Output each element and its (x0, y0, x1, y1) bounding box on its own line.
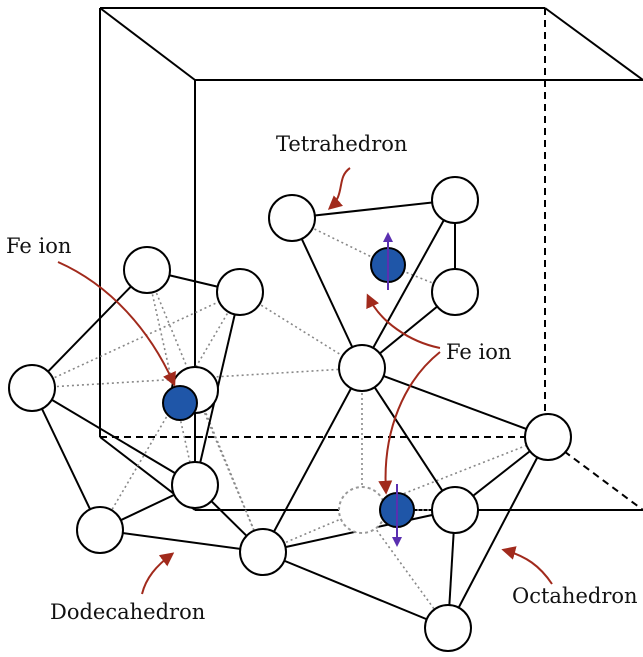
atom-dodeca-lower (171, 461, 219, 509)
label-tetrahedron: Tetrahedron (276, 132, 408, 156)
arrow-tetrahedron-icon (327, 167, 351, 210)
atom-dodeca-top-right (216, 268, 264, 316)
atom-octa-hidden (338, 486, 386, 534)
label-dodecahedron: Dodecahedron (50, 600, 206, 624)
polyhedron-edges (31, 199, 549, 629)
atom-tetra-right (431, 268, 479, 316)
label-fe-ion-right: Fe ion (446, 340, 512, 364)
atom-dodeca-top (123, 246, 171, 294)
atom-dodeca-bottom-left (76, 506, 124, 554)
spin-arrows (383, 232, 402, 547)
atom-octa-bottom (424, 604, 472, 652)
atom-tetra-left (268, 194, 316, 242)
label-octahedron: Octahedron (512, 584, 638, 608)
arrow-fe-tetra-icon (366, 293, 441, 349)
arrow-fe-octa-icon (378, 351, 441, 495)
arrow-fe-left-icon (57, 261, 176, 387)
label-fe-ion-left: Fe ion (6, 234, 72, 258)
atom-octa-right (524, 413, 572, 461)
atom-dodeca-left (8, 364, 56, 412)
atom-tetra-top (431, 176, 479, 224)
annotation-arrows (57, 167, 553, 595)
fe-ion-dodecahedral (162, 385, 198, 421)
arrow-octahedron-icon (501, 546, 553, 585)
atom-octa-front (431, 486, 479, 534)
atom-shared-center (338, 344, 386, 392)
oxygen-atoms (8, 176, 572, 652)
fe-ions (162, 247, 415, 528)
arrow-dodecahedron-icon (141, 552, 175, 595)
atom-shared-bottom (239, 528, 287, 576)
